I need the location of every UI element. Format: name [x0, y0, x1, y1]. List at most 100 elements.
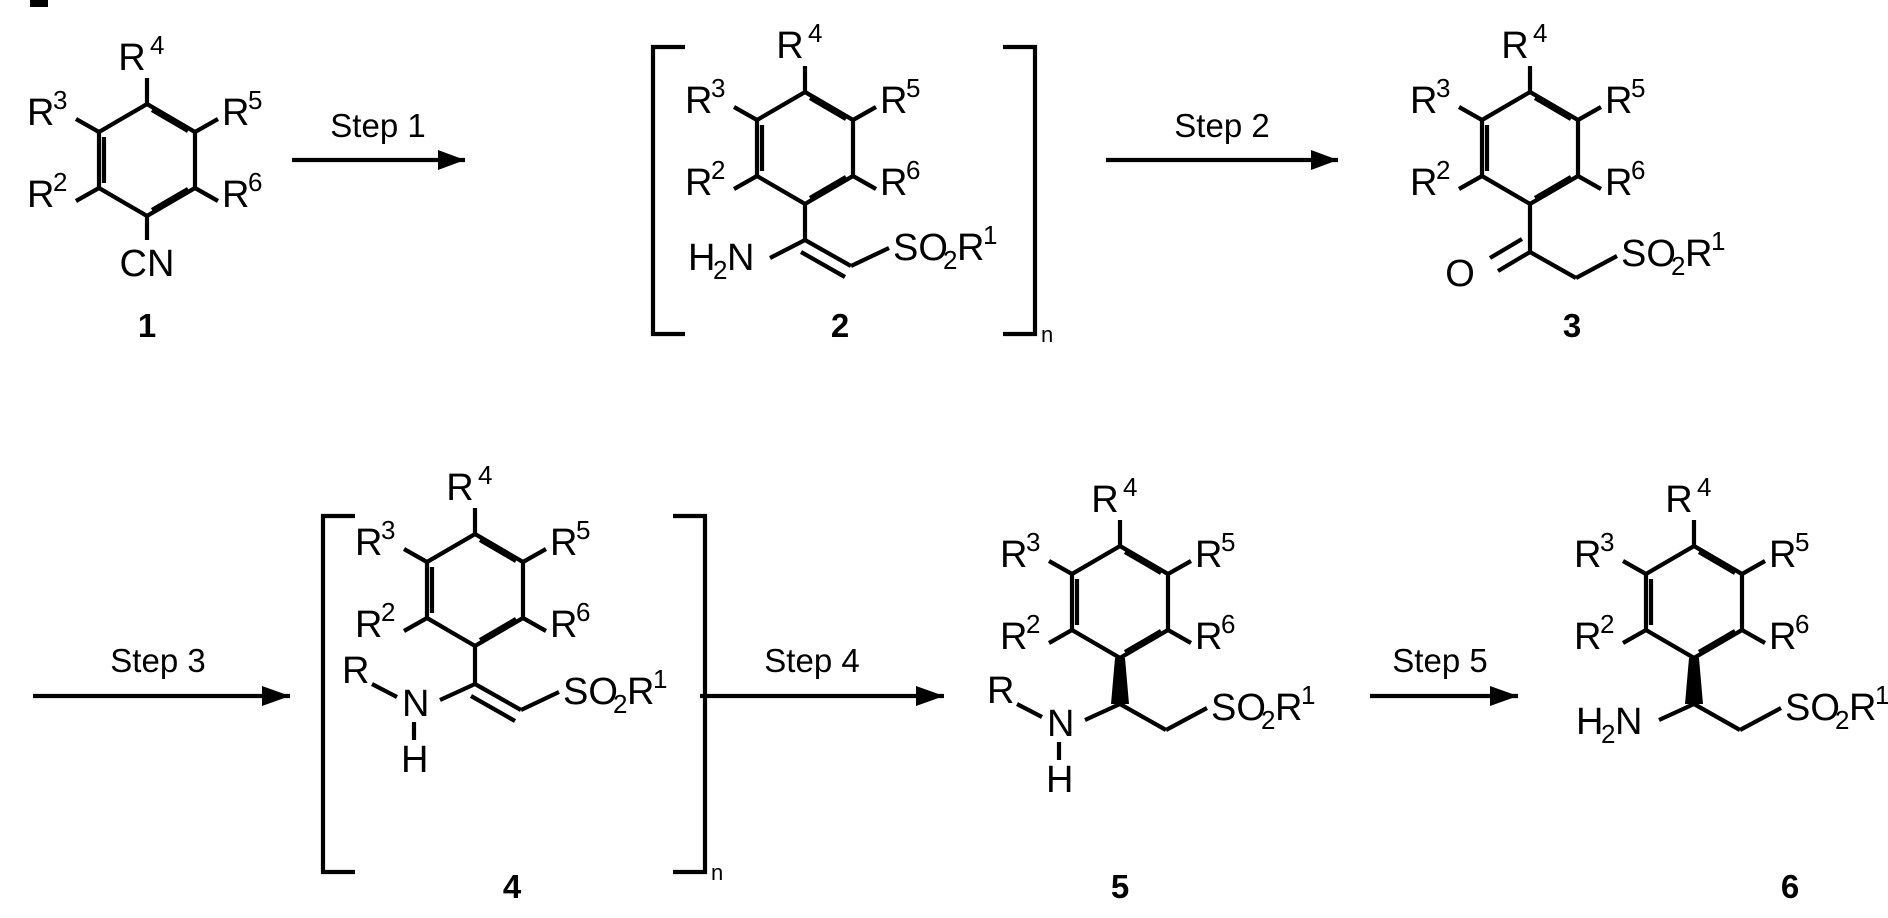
bond-to-r6-5 [1166, 628, 1193, 645]
compound-number-5: 5 [1111, 868, 1129, 905]
label-r5-4: R [550, 522, 577, 564]
label-r4-sup-4: 4 [478, 460, 492, 490]
label-r5-5: R [1195, 534, 1222, 576]
bond-stereocenter-to-amine-6 [1658, 702, 1695, 722]
label-nitrogen-4: N [402, 683, 429, 725]
label-r4-6: R [1665, 479, 1692, 521]
label-oxygen-3: O [1445, 253, 1475, 295]
compound-number-1: 1 [138, 307, 156, 344]
wedge-bond-stereocenter-5 [1111, 658, 1129, 704]
label-r-plain-5: R [987, 670, 1014, 712]
label-r2-1: R [27, 174, 54, 216]
label-r3-sup-6: 3 [1600, 527, 1614, 557]
compound-number-4: 4 [503, 868, 522, 905]
bond-vinyl-to-sulfonyl-2 [850, 246, 890, 268]
label-sulfonyl-r-sup-5: 1 [1301, 680, 1315, 710]
bond-carbonyl-double-a-3 [1496, 250, 1532, 273]
label-amine-h-sub-2: 2 [713, 255, 727, 285]
label-r3-1: R [27, 92, 54, 134]
arrow-step-3: Step 3 [33, 642, 290, 706]
label-r5-sup-5: 5 [1221, 527, 1235, 557]
label-sulfonyl-so-3: SO [1621, 233, 1676, 275]
label-r4-sup-6: 4 [1697, 472, 1711, 502]
arrowhead-step-1 [438, 150, 465, 170]
bond-to-r3-4 [402, 547, 429, 564]
bond-to-r3-5 [1047, 559, 1074, 576]
label-sulfonyl-so-5: SO [1211, 687, 1266, 729]
arrowhead-step-3 [262, 686, 290, 706]
bond-vinyl-double-b-2 [799, 250, 847, 279]
benzene-ring-5 [1069, 543, 1171, 661]
arrow-step-1: Step 1 [292, 107, 465, 170]
label-r4-3: R [1501, 25, 1528, 67]
label-r4-1: R [118, 37, 145, 79]
label-sulfonyl-r-5: R [1275, 687, 1302, 729]
arrow-step-4: Step 4 [700, 642, 944, 706]
label-r6-sup-6: 6 [1795, 609, 1809, 639]
bond-to-r2-5 [1047, 628, 1074, 645]
arrow-label-step-3: Step 3 [110, 642, 205, 679]
label-r4-sup-5: 4 [1123, 472, 1137, 502]
bond-to-r3-3 [1457, 105, 1484, 122]
bond-carbonyl-double-b-3 [1488, 237, 1524, 260]
label-sulfonyl-r-sup-6: 1 [1875, 680, 1888, 710]
label-nitrile-1: CN [120, 243, 175, 285]
arrow-label-step-2: Step 2 [1174, 107, 1269, 144]
label-r4-sup-1: 4 [150, 30, 164, 60]
label-r6-4: R [550, 604, 577, 646]
label-r3-sup-1: 3 [53, 85, 67, 115]
bond-stereocenter-to-ch2-6 [1692, 702, 1742, 732]
label-r6-sup-3: 6 [1631, 155, 1645, 185]
label-r2-3: R [1410, 162, 1437, 204]
bond-to-r2-1 [74, 186, 101, 203]
arrow-step-5: Step 5 [1370, 642, 1518, 706]
bond-to-r6-3 [1576, 174, 1603, 191]
compound-4: n R 4 R 3 R 5 R 2 R 6 R N [320, 460, 723, 905]
compound-5: R 4 R 3 R 5 R 2 R 6 R N H SO 2 R 1 5 [987, 472, 1315, 905]
benzene-ring-3 [1479, 89, 1581, 207]
label-r3-4: R [355, 522, 382, 564]
label-r2-5: R [1000, 616, 1027, 658]
label-r5-sup-2: 5 [906, 73, 920, 103]
arrow-label-step-4: Step 4 [764, 642, 859, 679]
label-r2-sup-3: 2 [1436, 155, 1450, 185]
label-sulfonyl-sub-5: 2 [1261, 705, 1275, 735]
benzene-ring-6 [1643, 543, 1745, 661]
arrowhead-step-4 [916, 686, 944, 706]
bond-vinyl-double-b-4 [469, 694, 517, 723]
label-r6-6: R [1769, 616, 1796, 658]
bond-vinyl-to-nitrogen-4 [439, 682, 476, 702]
top-crop-artifact [30, 0, 48, 7]
bond-to-r5-6 [1740, 559, 1767, 576]
label-r5-sup-4: 5 [576, 515, 590, 545]
bond-to-r6-2 [851, 174, 878, 191]
bond-to-r5-5 [1166, 559, 1193, 576]
label-nitrogen-5: N [1047, 703, 1074, 745]
bond-carbonyl-to-ch2-3 [1528, 250, 1578, 280]
label-sulfonyl-r-2: R [957, 227, 984, 269]
label-sulfonyl-r-sup-3: 1 [1711, 226, 1725, 256]
label-r6-3: R [1605, 162, 1632, 204]
label-sulfonyl-so-2: SO [893, 227, 948, 269]
label-r2-6: R [1574, 616, 1601, 658]
label-sulfonyl-sub-4: 2 [613, 689, 627, 719]
label-r4-sup-2: 4 [808, 18, 822, 48]
label-sulfonyl-r-4: R [627, 671, 654, 713]
compound-6: R 4 R 3 R 5 R 2 R 6 H 2 N SO 2 R 1 6 [1574, 472, 1888, 905]
label-sulfonyl-sub-6: 2 [1835, 705, 1849, 735]
bond-vinyl-double-a-2 [803, 238, 853, 268]
label-amine-n-6: N [1615, 701, 1642, 743]
bond-stereocenter-to-ch2-5 [1118, 702, 1168, 732]
bond-vinyl-double-a-4 [473, 682, 523, 712]
label-sulfonyl-r-6: R [1849, 687, 1876, 729]
label-r2-sup-6: 2 [1600, 609, 1614, 639]
label-r3-6: R [1574, 534, 1601, 576]
label-sulfonyl-so-6: SO [1785, 687, 1840, 729]
bond-to-r2-2 [732, 174, 759, 191]
label-r4-4: R [446, 467, 473, 509]
benzene-ring-4 [424, 531, 526, 649]
label-r2-sup-1: 2 [53, 167, 67, 197]
label-r3-sup-3: 3 [1436, 73, 1450, 103]
label-r5-6: R [1769, 534, 1796, 576]
label-hydrogen-5: H [1046, 759, 1073, 801]
